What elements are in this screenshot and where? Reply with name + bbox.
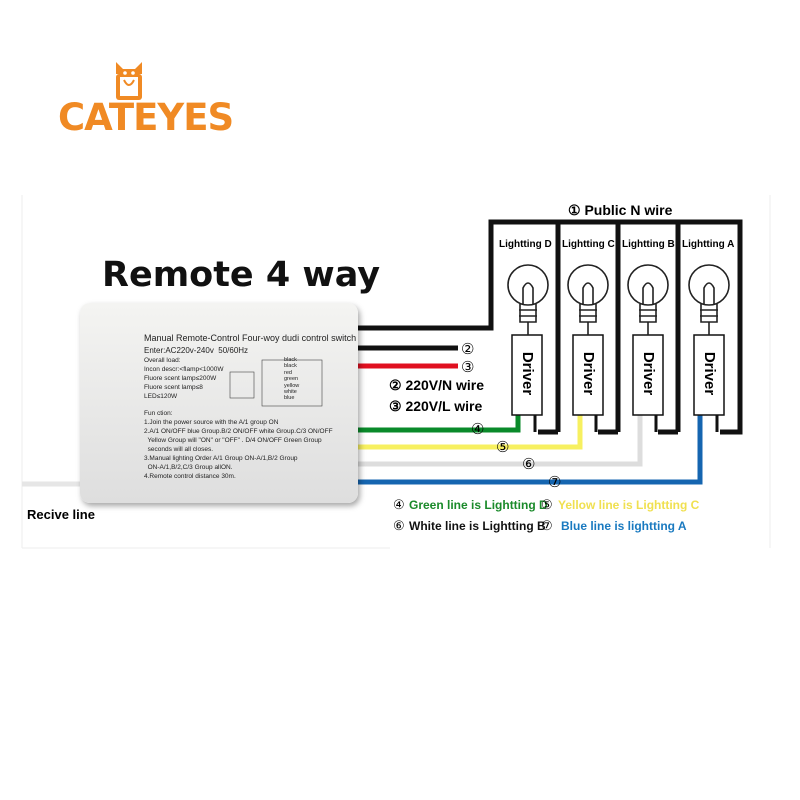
wire-name: red (284, 369, 292, 376)
cat-logo-icon (116, 62, 142, 100)
l-wire-label: ③ 220V/L wire (389, 398, 483, 414)
wire-name: green (284, 376, 299, 383)
function-line: 4.Remote control distance 30m. (144, 473, 236, 480)
function-line: ON-A/1,B/2,C/3 Group allON. (144, 464, 233, 471)
bulb-icon (627, 264, 669, 335)
n-wire-label: ② 220V/N wire (389, 377, 485, 393)
legend-white-num: ⑥ (393, 518, 405, 533)
legend-blue-text: Blue line is lightting A (561, 519, 687, 533)
wire-7-marker: ⑦ (548, 474, 562, 491)
legend-green-text: Green line is Lightting D (409, 498, 548, 512)
wire-name: black (284, 363, 297, 370)
device-functions: Fun ction: 1.Join the power source with … (144, 409, 333, 481)
wire-name: yellow (284, 382, 300, 389)
wire-name: white (284, 389, 297, 396)
spec-line: Fluore scent lamp≤8 (144, 384, 203, 391)
driver-label-b: Driver (640, 351, 658, 396)
legend-white-text: White line is Lightting B (409, 519, 546, 533)
device-wire-names: black black red green yellow white blue (284, 357, 299, 402)
public-n-wire-label: ① Public N wire (568, 202, 673, 218)
device-wire-table (229, 359, 323, 407)
device-load-specs: Overall load: Incon descr:<flamp<1000W F… (144, 356, 224, 401)
brand-logo-text: CATEYES (58, 96, 234, 139)
wire-3-marker: ③ (461, 359, 475, 376)
legend-yellow-num: ⑤ (541, 497, 553, 512)
spec-line: Fluore scent lamp≤200W (144, 375, 217, 382)
bulb-icon (567, 264, 609, 335)
function-line: seconds will all closes. (144, 446, 213, 453)
wire-name: black (284, 357, 297, 363)
device-input-spec: Enter:AC220v-240v 50/60Hz (144, 346, 249, 355)
lighting-a-label: Lightting A (682, 239, 735, 250)
receive-line-label: Recive line (27, 507, 95, 522)
legend-blue-num: ⑦ (541, 518, 553, 533)
function-title: Fun ction: (144, 410, 173, 417)
bulb-icon (688, 264, 730, 335)
bulb-icon (507, 264, 549, 335)
function-line: 2.A/1 ON/OFF blue Group.B/2 ON/OFF white… (144, 428, 333, 435)
function-line: Yellow Group will "ON" or "OFF" . D/4 ON… (144, 437, 322, 444)
wire-name: blue (284, 395, 295, 402)
function-line: 1.Join the power source with the A/1 gro… (144, 419, 279, 426)
spec-line: LED≤120W (144, 393, 178, 400)
wire-5-marker: ⑤ (496, 439, 510, 456)
function-line: 3.Manual lighting Order A/1 Group ON-A/1… (144, 455, 298, 462)
remote-switch-device: Manual Remote-Control Four-woy dudi cont… (80, 303, 358, 503)
spec-line: Overall load: (144, 357, 181, 364)
lighting-c-label: Lightting C (562, 239, 615, 250)
legend-green-num: ④ (393, 497, 405, 512)
driver-label-d: Driver (519, 351, 537, 396)
lighting-d-label: Lightting D (499, 239, 552, 250)
driver-label-a: Driver (701, 351, 719, 396)
device-heading: Manual Remote-Control Four-woy dudi cont… (144, 333, 357, 343)
driver-label-c: Driver (580, 351, 598, 396)
wire-2-marker: ② (461, 341, 475, 358)
product-title: Remote 4 way (102, 255, 381, 295)
lighting-b-label: Lightting B (622, 239, 675, 250)
legend-yellow-text: Yellow line is Lightting C (558, 498, 700, 512)
wire-4-marker: ④ (471, 421, 485, 438)
spec-line: Incon descr:<flamp<1000W (144, 366, 224, 373)
wire-6-marker: ⑥ (522, 456, 536, 473)
